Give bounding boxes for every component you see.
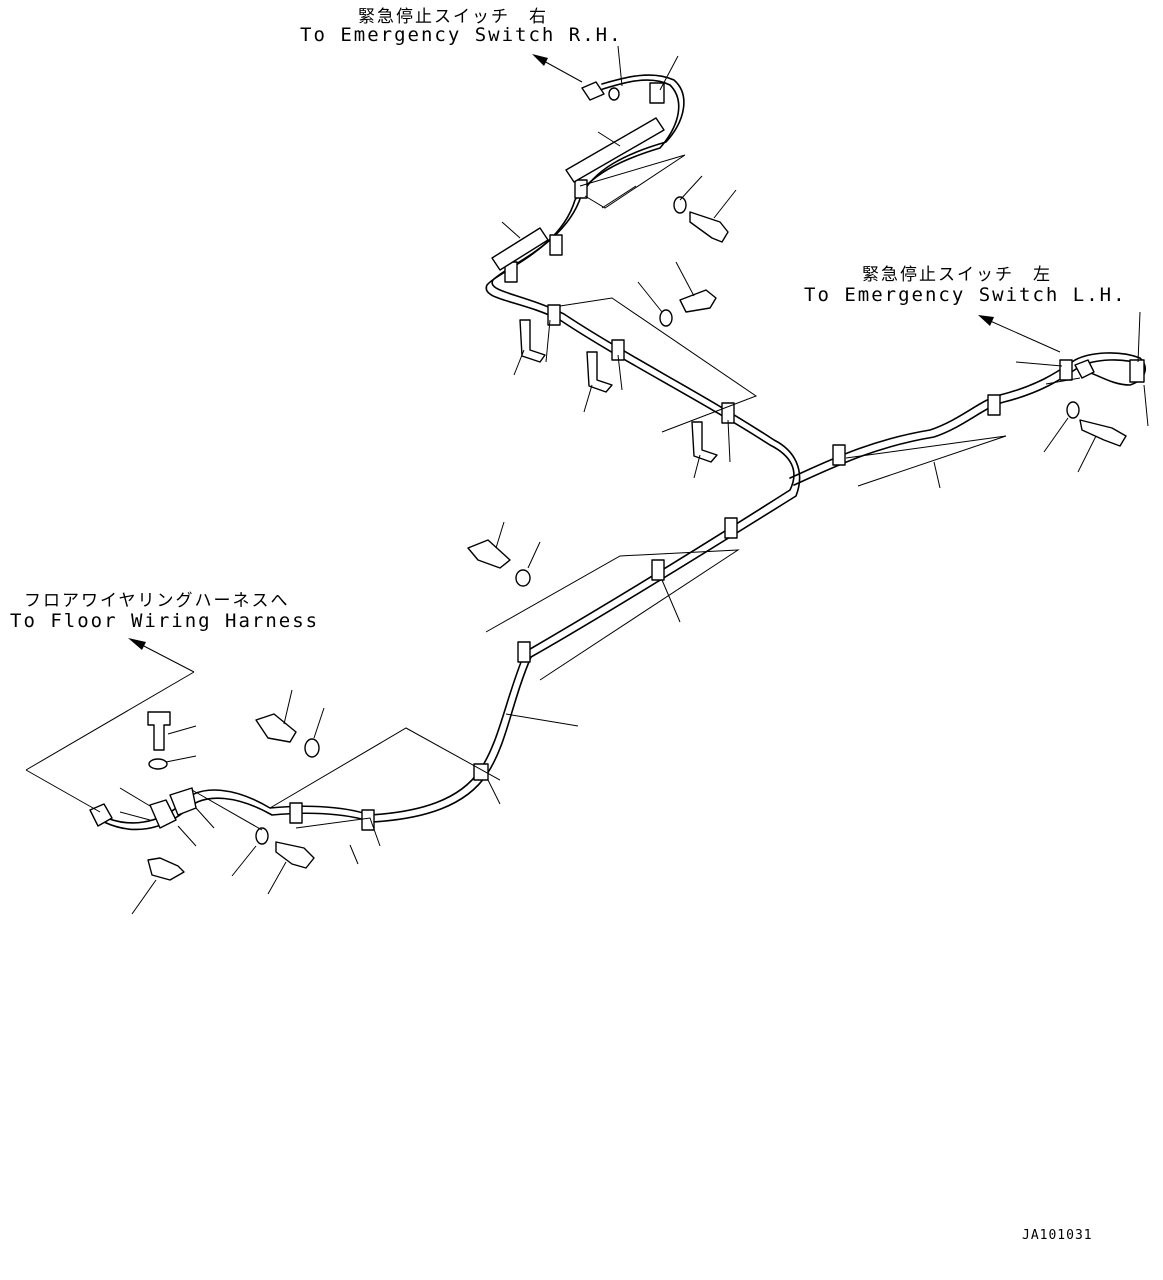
washer-floor-1 [304, 738, 320, 758]
bracket-1 [519, 319, 546, 363]
bracket-floor [147, 857, 185, 881]
bracket-2 [586, 351, 613, 393]
washers [148, 87, 1080, 845]
clip-rh-lower [549, 234, 563, 256]
clip-lh-2 [987, 394, 1001, 416]
connector-lh [1074, 359, 1095, 379]
label-lh-en: To Emergency Switch L.H. [804, 284, 1127, 306]
washer-lower [515, 569, 531, 587]
washer-floor-vertical [148, 758, 168, 770]
sleeves [491, 117, 665, 271]
connector-floor-block [169, 787, 197, 816]
clip-lh-1 [832, 444, 846, 466]
clip-lower-2 [651, 559, 665, 581]
clip-floor-2 [289, 802, 303, 824]
drawing-code: JA101031 [1022, 1228, 1093, 1243]
label-floor-en: To Floor Wiring Harness [10, 610, 320, 632]
clip-floor-1 [361, 809, 375, 831]
connectors [89, 81, 1095, 829]
bracket-3 [691, 421, 718, 463]
label-floor-jp: フロアワイヤリングハーネスへ [24, 591, 290, 611]
connector-floor-junction [149, 799, 177, 829]
bolt-lower [467, 539, 511, 569]
brackets [147, 319, 718, 881]
label-lh-jp: 緊急停止スイッチ 左 [862, 265, 1052, 285]
bolts [147, 211, 1127, 869]
bolt-floor-2 [275, 841, 315, 869]
connector-floor [89, 803, 113, 827]
clip-center-1 [547, 304, 561, 326]
bolt-rh [689, 211, 729, 243]
bolt-floor-vertical [147, 711, 171, 751]
connector-rh [581, 81, 605, 101]
leader-lines [25, 45, 1149, 915]
bolt-lh [1079, 419, 1127, 447]
direction-arrows [128, 54, 1061, 673]
clip-lh-3 [1059, 359, 1073, 381]
washer-rh-connector [608, 87, 620, 101]
washer-floor-2 [255, 827, 269, 845]
clip-rh-mid [574, 179, 588, 199]
main-harness-wire [99, 74, 1146, 831]
bolt-floor-1 [255, 713, 297, 743]
harness-clips [289, 82, 1145, 831]
clip-lh-end [1129, 359, 1145, 383]
sleeve-rh-lower [491, 227, 549, 271]
sleeve-rh [565, 117, 665, 183]
label-rh-en: To Emergency Switch R.H. [300, 24, 623, 46]
washer-rh [673, 196, 687, 214]
clip-center-2 [611, 339, 625, 361]
bolt-center [679, 289, 717, 313]
clip-lower-3 [517, 641, 531, 663]
washer-lh [1066, 401, 1080, 419]
clip-lower-1 [724, 517, 738, 539]
label-rh-jp: 緊急停止スイッチ 右 [358, 7, 548, 27]
washer-center [659, 309, 673, 327]
